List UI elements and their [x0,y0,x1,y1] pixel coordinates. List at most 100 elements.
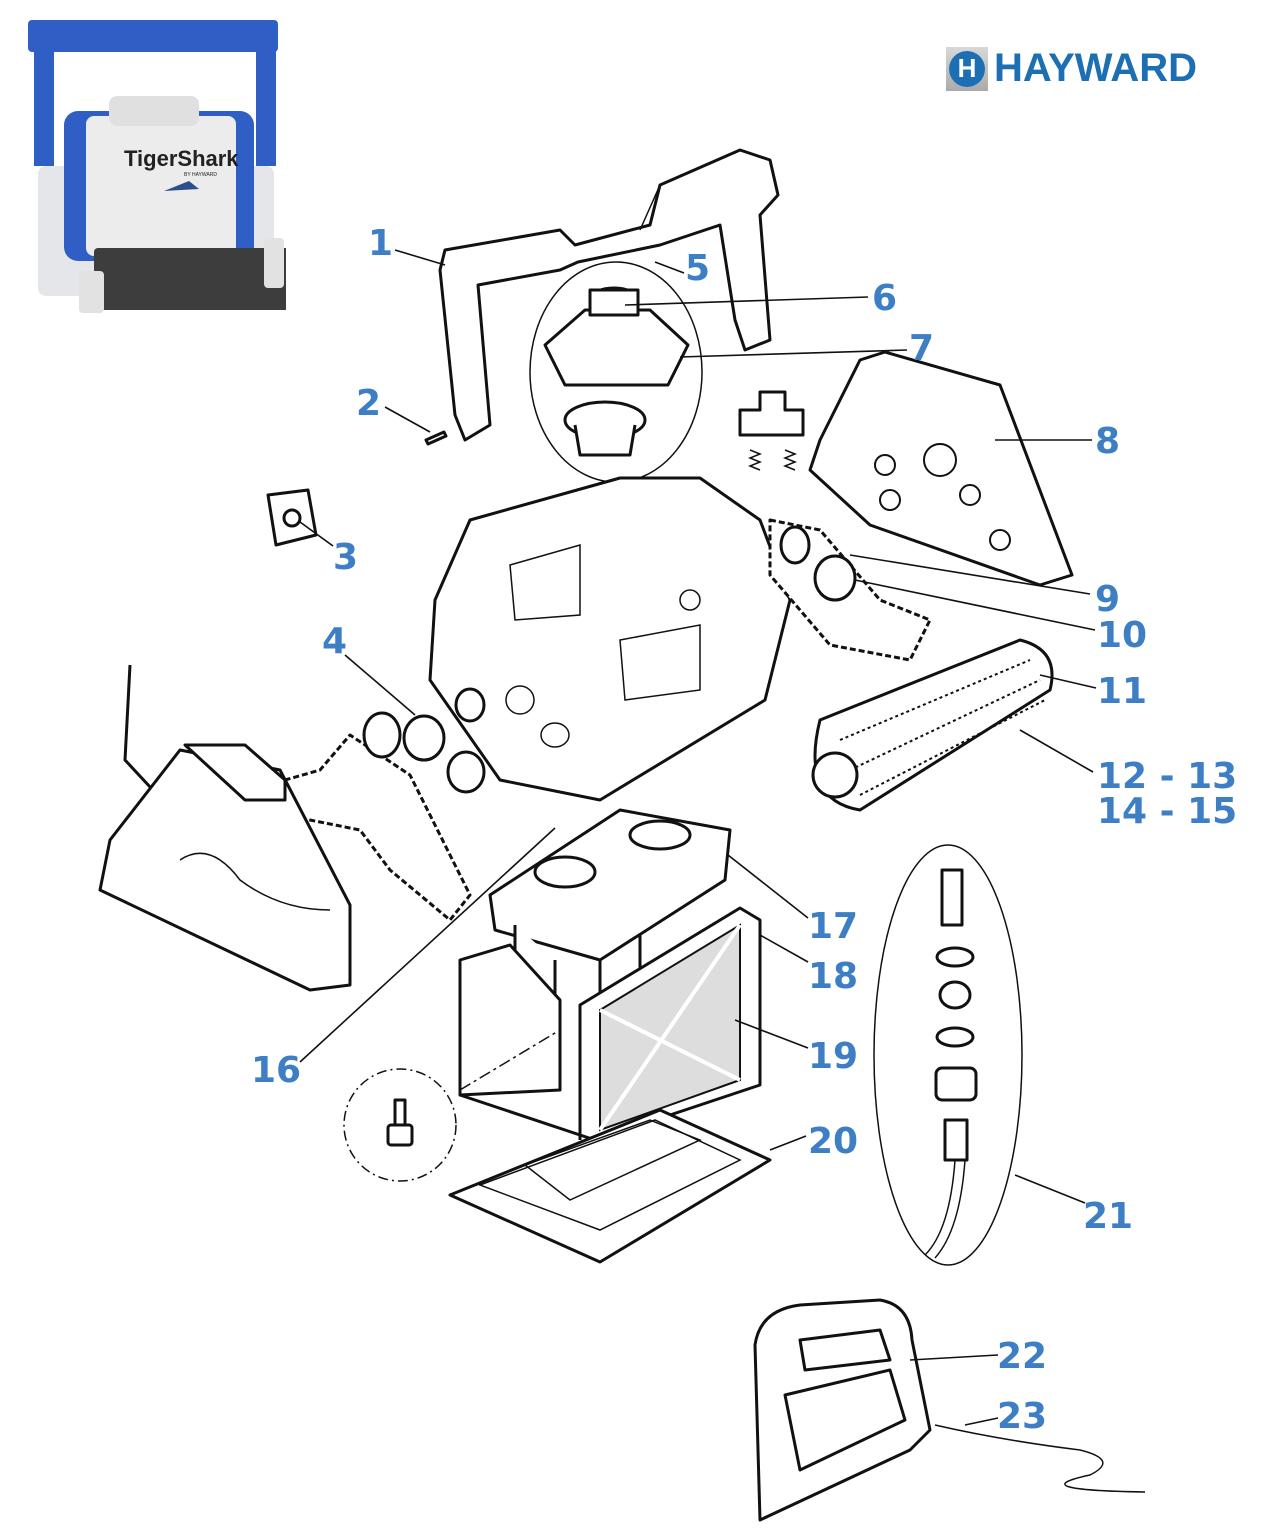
diagram-shape [299,521,334,547]
diagram-shape [959,484,981,506]
part-track-left [248,733,472,922]
diagram-shape [264,238,284,288]
diagram-shape [446,750,486,794]
photo-byline: BY HAYWARD [184,172,217,178]
callout-3: 3 [333,537,358,578]
diagram-shape [533,855,597,889]
diagram-shape [459,1029,561,1091]
diagram-shape [738,390,805,437]
detail-circle-valve [343,1068,457,1182]
callout-9: 9 [1095,579,1120,620]
diagram-shape [874,443,1011,551]
part-swivel-kit [873,844,1023,1266]
part-brush [811,638,1054,812]
diagram-shape [109,96,199,126]
diagram-shape [879,489,901,511]
callout-18: 18 [808,956,858,997]
diagram-shape [624,296,869,306]
part-screw [424,430,448,446]
diagram-shape [384,406,431,433]
diagram-shape [34,46,54,166]
diagram-shape [438,148,780,442]
diagram-shape [394,249,446,266]
diagram-shape [679,349,908,358]
diagram-shape [343,1068,457,1182]
diagram-shape [573,424,637,457]
hayward-h-icon: H [946,46,988,91]
diagram-shape [393,1098,407,1127]
callout-2: 2 [356,383,381,424]
photo-brush [94,248,286,310]
callout-22: 22 [997,1336,1047,1377]
diagram-shape [1039,674,1097,689]
diagram-shape [523,1119,702,1201]
diagram-shape [505,685,535,715]
part-handle [438,148,780,442]
diagram-shape [989,529,1011,551]
diagram-shape [588,288,640,317]
diagram-shape [964,1417,999,1426]
leader-lines [299,249,1097,1426]
diagram-shape [934,1066,978,1102]
part-top-cap [543,286,690,457]
diagram-shape [935,946,975,968]
diagram-shape [839,659,1046,796]
callout-7: 7 [909,328,934,369]
part-wheel-9 [779,525,811,565]
diagram-shape [628,819,692,851]
part-side-plate [808,350,1074,587]
callout-10: 10 [1097,615,1147,656]
diagram-shape [940,868,964,927]
diagram-shape [759,934,809,963]
diagram-shape [183,743,287,802]
diagram-shape [458,943,562,1097]
diagram-shape [454,687,486,723]
callout-19: 19 [808,1036,858,1077]
diagram-shape [654,261,685,274]
diagram-shape [935,1026,975,1048]
part-knob [266,488,318,547]
photo-handle [28,20,278,52]
diagram-shape [734,1019,809,1049]
diagram-shape [282,508,302,528]
callout-12-13: 12 - 13 [1097,756,1237,797]
diagram-shape [362,711,402,759]
diagram-shape [386,1123,414,1147]
diagram-shape [509,544,701,701]
diagram-shape [923,443,957,477]
part-clip-springs [738,390,805,471]
diagram-shape [256,46,276,166]
diagram-shape [598,923,742,1132]
diagram-shape [798,1328,892,1372]
callout-labels: 1 2 3 4 5 6 7 8 9 10 11 12 - 13 14 - 15 … [251,223,1237,1437]
diagram-shape [402,714,446,762]
diagram-shape [164,181,199,191]
brand-name: HAYWARD [994,46,1197,90]
diagram-shape [811,751,859,799]
diagram-shape [783,1368,907,1472]
diagram-shape [727,854,809,919]
diagram-shape [540,722,570,748]
callout-1: 1 [368,223,393,264]
diagram-shape [943,1118,969,1162]
diagram-shape [543,308,690,387]
diagram-shape [813,638,1054,812]
diagram-shape [86,116,236,256]
product-photo: TigerShark BY HAYWARD [28,20,286,313]
photo-product-name: TigerShark [124,146,239,171]
hayward-logo: H HAYWARD [946,46,1197,91]
diagram-shape [1014,1174,1086,1204]
diagram-shape [679,589,701,611]
callout-14-15: 14 - 15 [1097,791,1237,832]
part-wheels [362,687,486,794]
callout-6: 6 [872,278,897,319]
diagram-shape [873,844,1023,1266]
diagram-shape [854,579,1096,631]
diagram-shape [79,271,104,313]
part-filter-frame [458,906,762,1142]
diagram-shape [344,654,416,716]
diagram-shape [924,1159,966,1259]
diagram-shape [934,1424,1146,1493]
callout-5: 5 [685,248,710,289]
